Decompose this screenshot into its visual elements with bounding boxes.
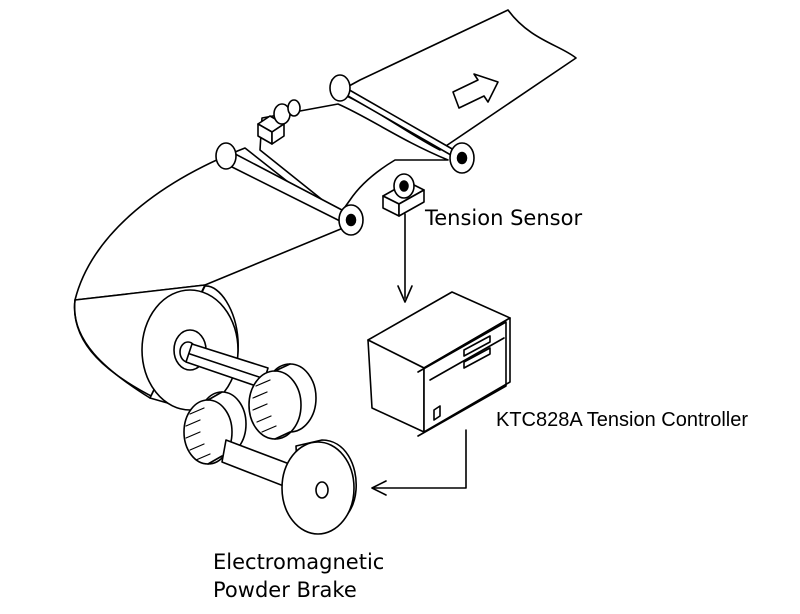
powder-brake-label: Electromagnetic Powder Brake [213,548,384,604]
sensor-mount-right [382,173,425,217]
controller-bezel [417,321,507,437]
controller-display-2 [463,347,491,369]
arrow-down-icon [397,285,413,303]
controller-switch [433,405,441,421]
tension-sensor-label: Tension Sensor [425,206,583,230]
powder-brake-label-line2: Powder Brake [213,578,357,602]
powder-brake [183,363,357,535]
sensor-mount-left [257,99,301,145]
web-wrap-front-edge [73,299,156,399]
web-middle-surface [259,103,449,215]
arrow-right-icon [452,73,499,109]
upper-roller [329,74,475,174]
unwind-roll [141,285,269,411]
controller-to-brake-line [373,429,467,489]
tension-controller-label: KTC828A Tension Controller [496,409,748,431]
controller-display-1 [463,335,491,357]
controller-panel-line [429,337,505,381]
powder-brake-label-line1: Electromagnetic [213,550,385,574]
arrow-left-icon [371,480,387,496]
lower-roller [215,142,364,236]
tension-controller-box [367,291,511,437]
